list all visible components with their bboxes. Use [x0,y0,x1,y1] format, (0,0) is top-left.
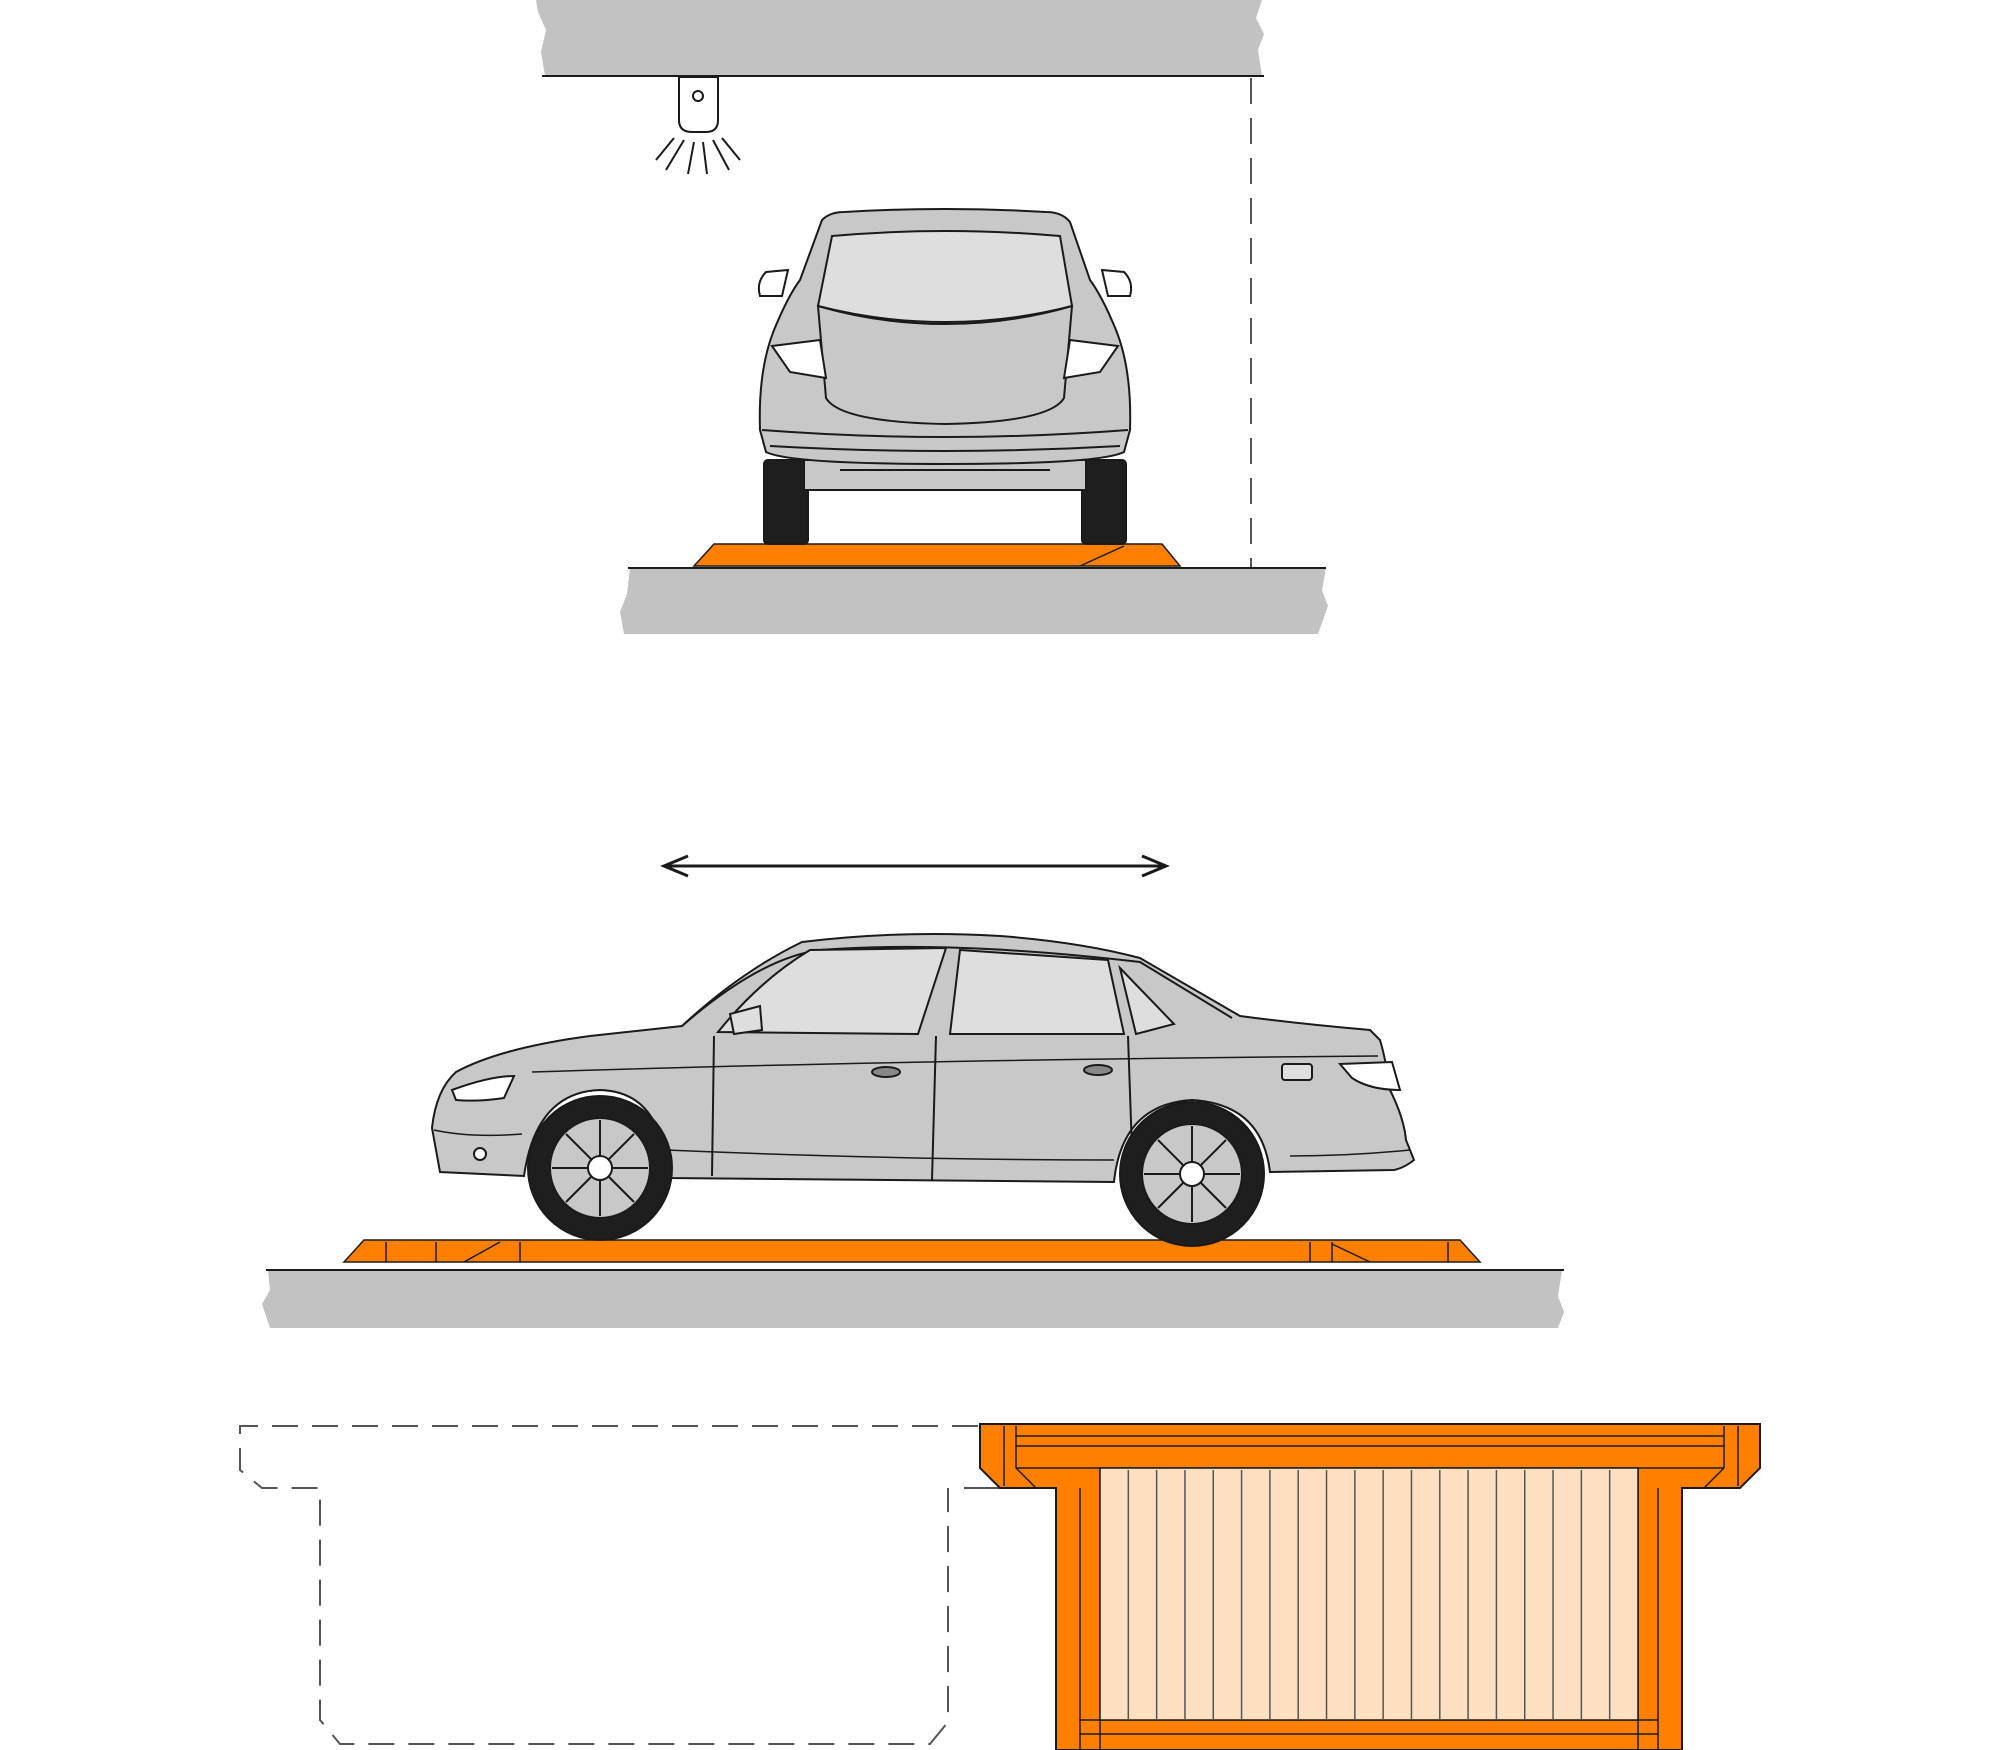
plan-view [239,1423,1761,1750]
fog-light [473,1147,487,1161]
ceiling-slab [536,0,1264,76]
car-side-mirror [728,1004,764,1036]
rear-right-tire [1081,459,1127,545]
car-side-view [430,933,1416,1247]
car-roof-line [681,945,1233,1027]
rear-bumper-line [1289,1149,1411,1157]
car-rear-window-side [948,948,1126,1035]
double-arrow-icon [660,854,1170,878]
tail-light-side [1337,1060,1402,1092]
floor-slab-front [620,568,1328,634]
lower-sill-line [665,1149,1115,1161]
fuel-flap [1281,1063,1313,1081]
door-line-rear [1127,1035,1133,1151]
rear-bumper [761,429,1129,438]
right-mirror [1100,268,1133,297]
car-quarter-window [1118,964,1176,1036]
left-mirror [757,268,790,297]
rear-door-handle [1083,1064,1113,1076]
car-rear-view [757,208,1133,545]
door-line-front [711,1035,715,1177]
floor-slab-side [262,1270,1564,1328]
sprinkler-icon [655,76,741,175]
headlight [450,1074,516,1102]
door-line-mid [931,1035,937,1181]
platform-side-dividers [385,1241,1449,1263]
belt-line [531,1055,1379,1073]
front-door-handle [871,1066,901,1078]
left-tail-light [770,338,828,380]
front-view [536,0,1328,634]
car-side-body [430,933,1416,1184]
rear-bumper-lower [769,445,1121,452]
rear-left-tire [763,459,809,545]
platform-front [692,543,1182,567]
rear-wheel [1119,1101,1265,1247]
platform-front-seam [1079,545,1125,567]
front-wheel [527,1095,673,1241]
front-bumper-line [433,1129,523,1137]
right-tail-light [1062,338,1120,380]
car-rear-window [816,230,1074,324]
car-trunk-lid [816,304,1074,426]
side-view [262,854,1564,1328]
plan-dashed-outline [239,1425,978,1745]
platform-plan-deck [1099,1467,1639,1721]
platform-plan-slats [1127,1470,1611,1720]
